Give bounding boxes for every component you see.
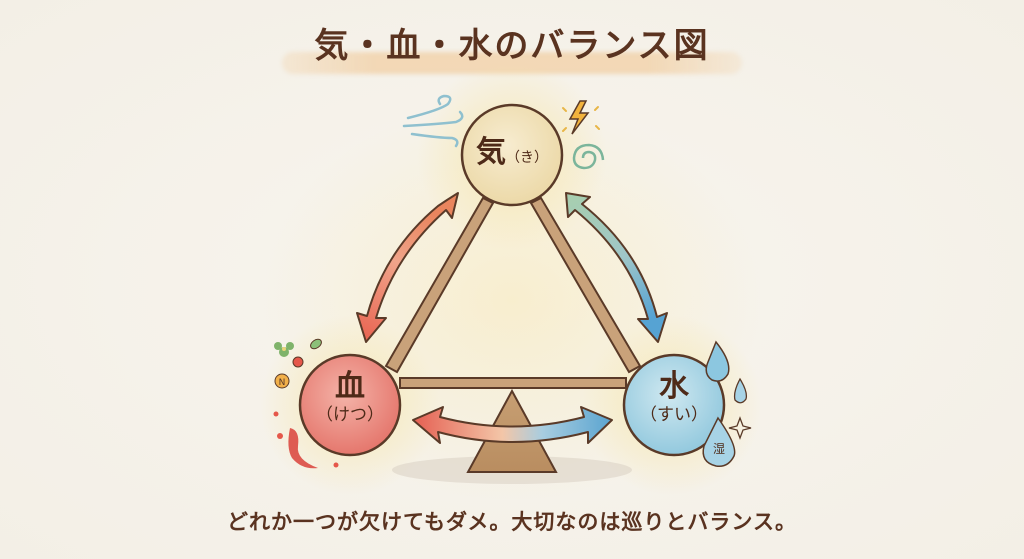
arrow-ketsu-sui-icon [412, 406, 613, 444]
nutrient-n-icon [274, 373, 290, 389]
left-beam [384, 196, 495, 374]
node-sui-circle [622, 353, 726, 457]
node-sui-label: 水 [659, 369, 689, 404]
red-dot-icon [292, 356, 304, 368]
node-sui-reading: （すい） [640, 405, 708, 425]
triangle-beams [384, 196, 642, 389]
wind-icon [402, 94, 464, 148]
water-drop-icon [705, 340, 730, 382]
blood-flow-icon [273, 411, 339, 469]
node-ki: 気（き） [462, 136, 562, 170]
flower-icon [274, 342, 294, 357]
node-ketsu: 血 （けつ） [300, 370, 400, 426]
node-ki-label: 気 [476, 135, 506, 170]
node-ki-circle [460, 103, 564, 207]
damp-label: 湿 [712, 442, 725, 456]
caption: どれか一つが欠けてもダメ。大切なのは巡りとバランス。 [227, 510, 797, 534]
node-ketsu-label: 血 [335, 369, 365, 404]
small-drop-icon [733, 377, 748, 404]
svg-text:N: N [279, 378, 286, 388]
arrow-ki-sui-icon [565, 192, 668, 343]
lightning-icon [562, 100, 600, 135]
swirl-icon [572, 143, 605, 170]
page-title: 気・血・水のバランス図 [314, 26, 710, 66]
sparkle-icon [728, 416, 752, 440]
leaf-icon [310, 338, 322, 350]
right-beam [529, 196, 642, 374]
node-ketsu-circle [298, 353, 402, 457]
node-ketsu-reading: （けつ） [316, 405, 384, 425]
damp-drop-icon [702, 416, 736, 468]
arrow-ki-ketsu-icon [356, 192, 459, 343]
node-sui: 水 （すい） [624, 370, 724, 426]
node-ki-reading: （き） [506, 150, 548, 166]
bottom-beam [399, 377, 627, 389]
